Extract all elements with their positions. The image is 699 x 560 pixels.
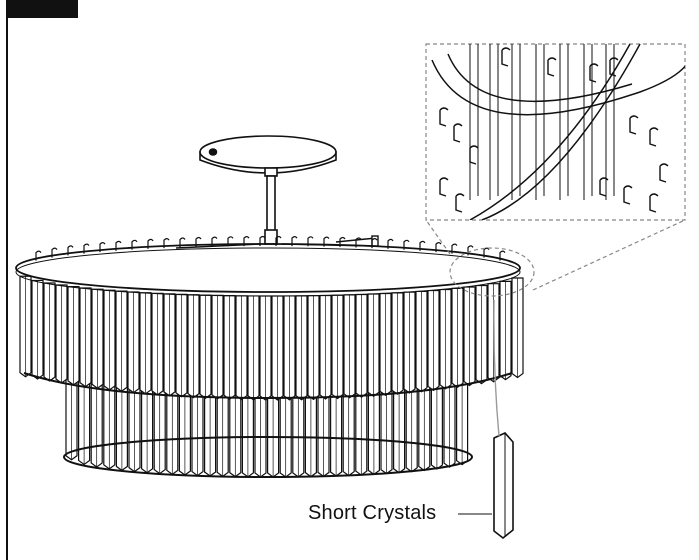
crystal-hook (435, 242, 442, 253)
crystal-hook (67, 245, 74, 256)
upper-tier-bottom-ring (23, 372, 513, 400)
crystal-hook (483, 247, 490, 258)
crystal-hook (131, 239, 138, 250)
crystal-hook (163, 238, 170, 249)
ring-hooks (35, 235, 506, 261)
page-tab-marker (6, 0, 78, 18)
crystal-hook (115, 240, 122, 251)
crystal-hook (323, 236, 330, 247)
lower-tier-bottom-ring (63, 436, 473, 478)
crystal-hook (35, 250, 42, 261)
crystal-hook (403, 239, 410, 250)
crystal-hook (195, 236, 202, 247)
crystal-hook (51, 247, 58, 258)
crystal-hook (355, 237, 362, 248)
callout-leaders (458, 299, 500, 515)
crystal-hook (499, 250, 506, 261)
page-border (6, 0, 699, 560)
crystal-hook (307, 236, 314, 247)
crystal-hook (451, 243, 458, 254)
crystal-hook (211, 236, 218, 247)
ceiling-canopy (199, 135, 337, 174)
short-crystal-piece (493, 432, 514, 540)
upper-crystal-tier (19, 275, 524, 401)
crystal-hook (99, 242, 106, 253)
crystal-hook (467, 245, 474, 256)
crystal-hook (419, 240, 426, 251)
crystal-hook (83, 243, 90, 254)
crystal-hook (243, 236, 250, 247)
crystal-hook (387, 238, 394, 249)
crystal-hook (291, 236, 298, 247)
canopy-screw (208, 148, 218, 156)
detail-callout-circle (425, 219, 686, 297)
crystal-hook (147, 238, 154, 249)
detail-magnified-view (425, 43, 686, 221)
top-ring (15, 243, 521, 297)
crystal-hook (227, 236, 234, 247)
crystal-hook (275, 235, 282, 247)
crystal-hook (259, 235, 266, 247)
short-crystals-label: Short Crystals (308, 502, 437, 524)
crystal-hook (339, 236, 346, 247)
down-rod (264, 167, 278, 245)
crystal-hook (371, 238, 378, 249)
crystal-hook (179, 237, 186, 248)
